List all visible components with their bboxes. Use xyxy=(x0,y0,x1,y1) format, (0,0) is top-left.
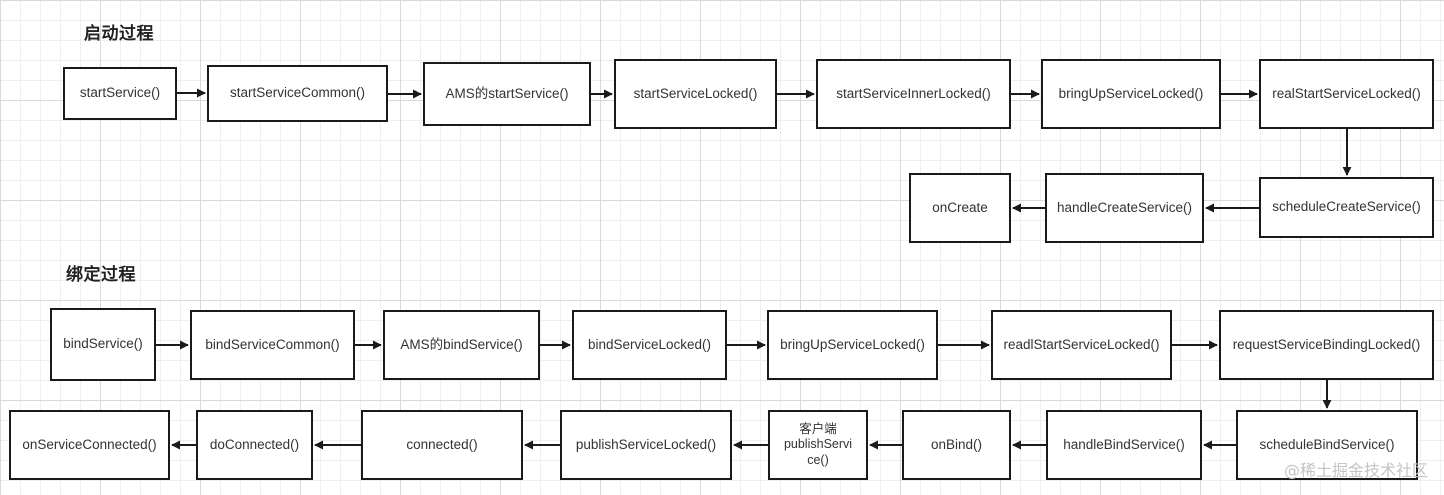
node-label: AMS的bindService() xyxy=(400,336,523,352)
node-bind-service[interactable]: bindService() xyxy=(50,308,156,381)
node-schedule-create-service[interactable]: scheduleCreateService() xyxy=(1259,177,1434,238)
node-label: scheduleBindService() xyxy=(1259,436,1395,452)
node-connected[interactable]: connected() xyxy=(361,410,523,480)
node-bind-service-locked[interactable]: bindServiceLocked() xyxy=(572,310,727,380)
node-on-service-connected[interactable]: onServiceConnected() xyxy=(9,410,170,480)
node-label: onServiceConnected() xyxy=(22,436,157,452)
node-on-create[interactable]: onCreate xyxy=(909,173,1011,243)
node-label: scheduleCreateService() xyxy=(1272,199,1421,215)
node-handle-bind-service[interactable]: handleBindService() xyxy=(1046,410,1202,480)
start-process-heading: 启动过程 xyxy=(84,24,154,44)
node-bring-up-service-locked-2[interactable]: bringUpServiceLocked() xyxy=(767,310,938,380)
node-label: doConnected() xyxy=(209,436,300,452)
watermark: @稀土掘金技术社区 xyxy=(1283,461,1428,480)
node-label: onCreate xyxy=(932,199,988,215)
node-real-start-service-locked[interactable]: realStartServiceLocked() xyxy=(1259,59,1434,129)
node-handle-create-service[interactable]: handleCreateService() xyxy=(1045,173,1204,243)
node-label: bringUpServiceLocked() xyxy=(780,336,925,352)
node-request-service-binding-locked[interactable]: requestServiceBindingLocked() xyxy=(1219,310,1434,380)
node-label: readlStartServiceLocked() xyxy=(1003,336,1160,352)
node-on-bind[interactable]: onBind() xyxy=(902,410,1011,480)
bind-process-heading: 绑定过程 xyxy=(66,265,136,285)
node-label-line: ce() xyxy=(807,452,829,467)
node-publish-service-locked[interactable]: publishServiceLocked() xyxy=(560,410,732,480)
node-label: startServiceCommon() xyxy=(229,85,366,101)
node-label: onBind() xyxy=(930,436,983,452)
node-bind-service-common[interactable]: bindServiceCommon() xyxy=(190,310,355,380)
node-label: requestServiceBindingLocked() xyxy=(1232,336,1421,352)
node-ams-start-service[interactable]: AMS的startService() xyxy=(423,62,591,126)
node-start-service-common[interactable]: startServiceCommon() xyxy=(207,65,388,122)
node-start-service-locked[interactable]: startServiceLocked() xyxy=(614,59,777,129)
node-ams-bind-service[interactable]: AMS的bindService() xyxy=(383,310,540,380)
node-label: AMS的startService() xyxy=(445,85,569,101)
node-label: realStartServiceLocked() xyxy=(1272,85,1421,101)
node-label: handleCreateService() xyxy=(1056,199,1193,215)
node-label: startServiceLocked() xyxy=(633,85,758,101)
node-label: bindServiceLocked() xyxy=(587,336,712,352)
node-label-line: 客户端 xyxy=(799,421,837,436)
node-start-service-inner-locked[interactable]: startServiceInnerLocked() xyxy=(816,59,1011,129)
node-label-line: publishServi xyxy=(783,437,853,452)
node-bring-up-service-locked[interactable]: bringUpServiceLocked() xyxy=(1041,59,1221,129)
node-label: handleBindService() xyxy=(1063,436,1185,452)
node-readl-start-service-locked[interactable]: readlStartServiceLocked() xyxy=(991,310,1172,380)
node-do-connected[interactable]: doConnected() xyxy=(196,410,313,480)
node-client-publish-service[interactable]: 客户端 publishServi ce() xyxy=(768,410,868,480)
node-label: startServiceInnerLocked() xyxy=(836,85,991,101)
node-label: bringUpServiceLocked() xyxy=(1058,85,1204,101)
node-label: startService() xyxy=(79,85,161,101)
node-start-service[interactable]: startService() xyxy=(63,67,177,120)
node-label: connected() xyxy=(406,436,478,452)
node-label: bindServiceCommon() xyxy=(205,336,340,352)
node-label: publishServiceLocked() xyxy=(575,436,717,452)
node-label: bindService() xyxy=(63,336,143,352)
node-schedule-bind-service[interactable]: scheduleBindService() xyxy=(1236,410,1418,480)
